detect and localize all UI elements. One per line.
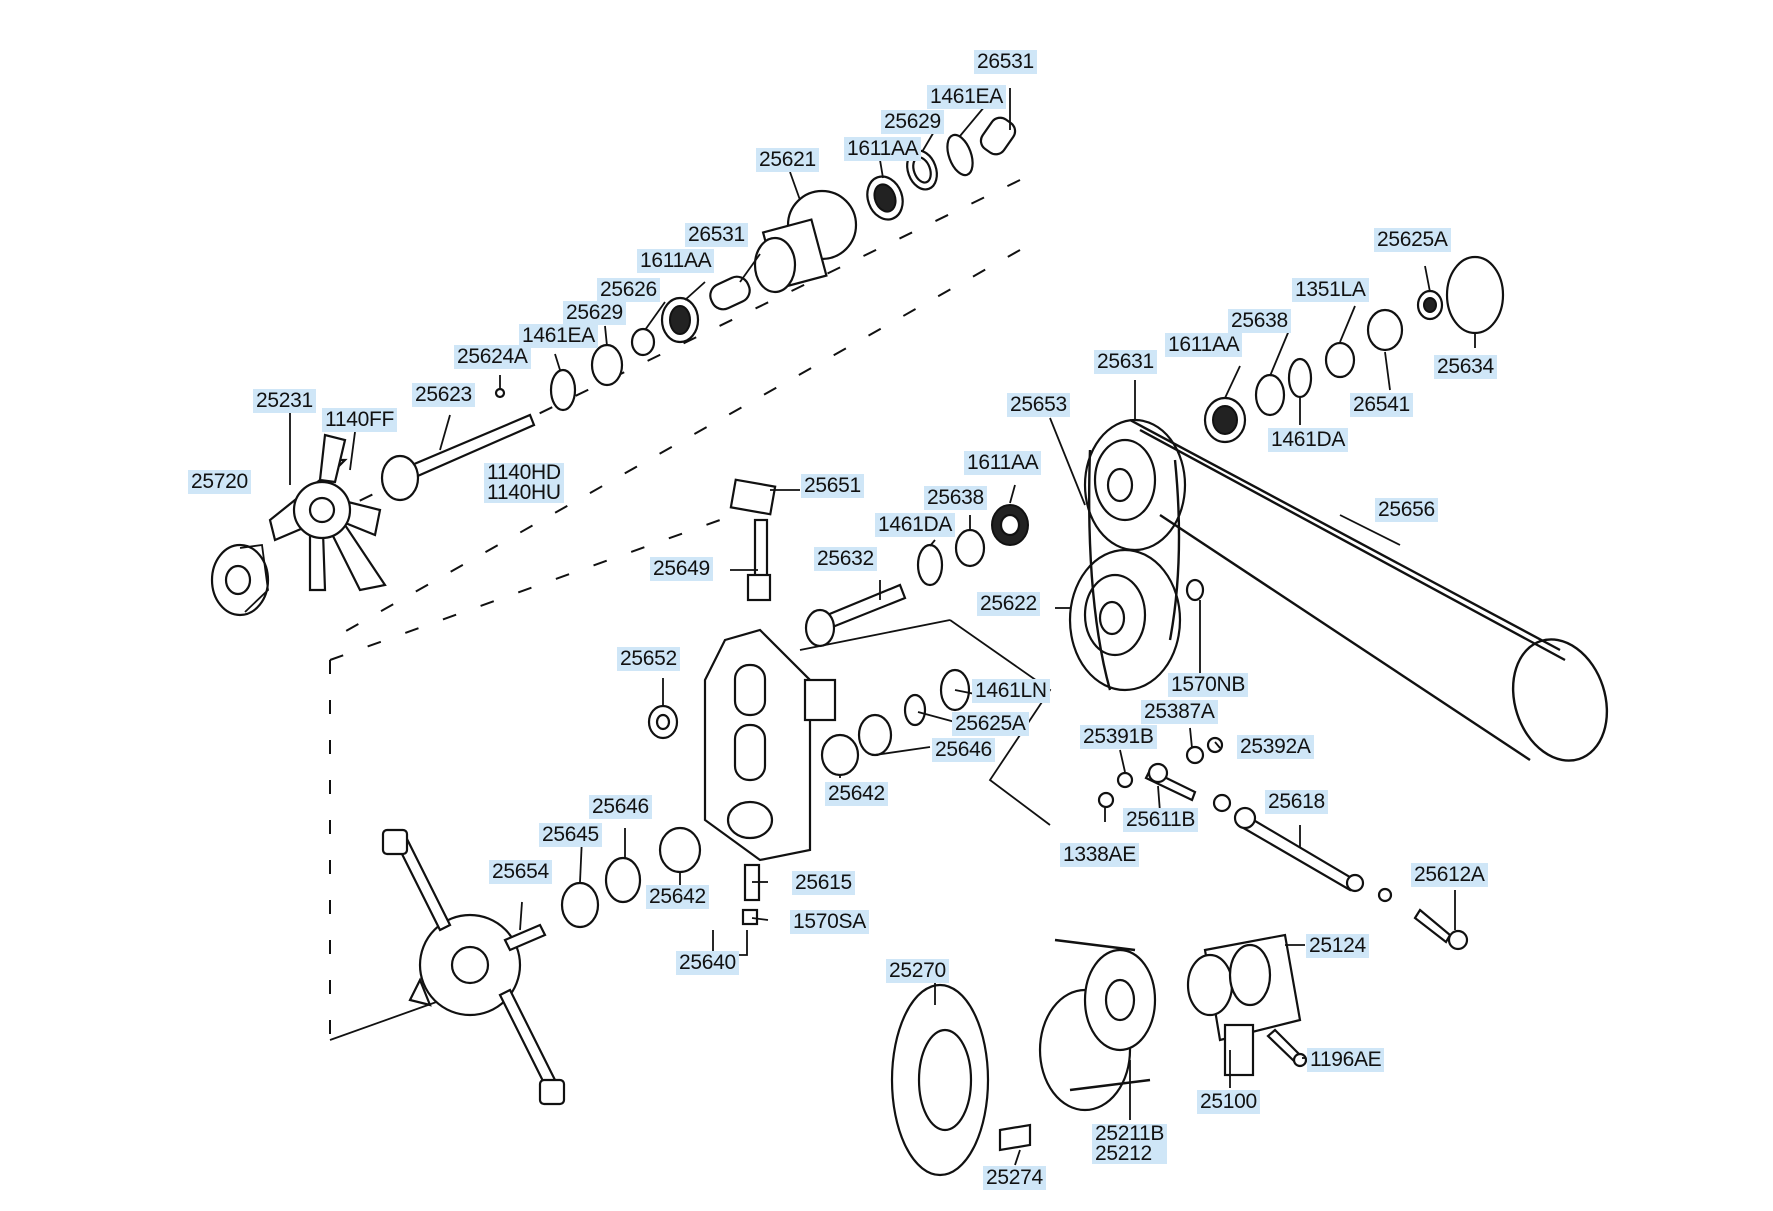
label-25611b[interactable]: 25611B	[1123, 808, 1199, 832]
label-25612a[interactable]: 25612A	[1411, 863, 1488, 887]
label-1196ae[interactable]: 1196AE	[1307, 1048, 1385, 1072]
label-25646-right[interactable]: 25646	[932, 738, 995, 762]
label-25624a[interactable]: 25624A	[454, 345, 531, 369]
label-25653[interactable]: 25653	[1007, 393, 1070, 417]
label-25631[interactable]: 25631	[1094, 350, 1157, 374]
label-25211b-25212[interactable]: 25211B 25212	[1092, 1122, 1168, 1165]
label-25651[interactable]: 25651	[801, 474, 864, 498]
label-1611aa-top[interactable]: 1611AA	[844, 137, 922, 161]
label-1570sa[interactable]: 1570SA	[790, 910, 869, 934]
label-1140hu: 1140HU	[487, 481, 561, 504]
label-1140ff[interactable]: 1140FF	[322, 408, 398, 432]
label-1461ln[interactable]: 1461LN	[972, 679, 1050, 703]
label-25638-lower[interactable]: 25638	[924, 486, 987, 510]
label-25632[interactable]: 25632	[814, 547, 877, 571]
label-1461ea-top[interactable]: 1461EA	[927, 85, 1006, 109]
label-25656[interactable]: 25656	[1375, 498, 1438, 522]
label-1461ea-mid[interactable]: 1461EA	[519, 324, 598, 348]
label-25720[interactable]: 25720	[188, 470, 251, 494]
label-25638-top[interactable]: 25638	[1228, 309, 1291, 333]
label-25622[interactable]: 25622	[977, 592, 1040, 616]
tensioner-bracket	[647, 478, 1029, 926]
label-1611aa-mid[interactable]: 1611AA	[637, 249, 715, 273]
label-25392a[interactable]: 25392A	[1237, 735, 1314, 759]
label-1140hd-1140hu[interactable]: 1140HD 1140HU	[484, 461, 564, 504]
water-pump-assembly	[890, 933, 1308, 1177]
label-1140hd: 1140HD	[487, 461, 561, 484]
label-25629-mid[interactable]: 25629	[563, 301, 626, 325]
label-1611aa-lower[interactable]: 1611AA	[964, 451, 1042, 475]
mounting-spider	[381, 826, 702, 1106]
label-25642-right[interactable]: 25642	[825, 782, 888, 806]
label-25625a-lower[interactable]: 25625A	[952, 712, 1029, 736]
top-shaft-assembly	[380, 116, 1017, 502]
label-25621[interactable]: 25621	[756, 148, 819, 172]
label-25646-left[interactable]: 25646	[589, 795, 652, 819]
label-25640[interactable]: 25640	[676, 951, 739, 975]
label-26541[interactable]: 26541	[1350, 393, 1413, 417]
label-26531-mid[interactable]: 26531	[685, 223, 748, 247]
label-26531-top[interactable]: 26531	[974, 50, 1037, 74]
label-25211b: 25211B	[1095, 1122, 1165, 1145]
label-25100[interactable]: 25100	[1197, 1090, 1260, 1114]
label-1611aa-right[interactable]: 1611AA	[1165, 333, 1243, 357]
label-25654[interactable]: 25654	[489, 860, 552, 884]
label-25212: 25212	[1095, 1142, 1152, 1165]
label-1461da-lower[interactable]: 1461DA	[875, 513, 956, 537]
label-25618[interactable]: 25618	[1265, 790, 1328, 814]
leader-lines	[289, 88, 1476, 1166]
label-25270[interactable]: 25270	[886, 959, 949, 983]
label-25645[interactable]: 25645	[539, 823, 602, 847]
label-1461da-right[interactable]: 1461DA	[1268, 428, 1349, 452]
fan-assembly	[210, 433, 387, 617]
label-25391b[interactable]: 25391B	[1080, 725, 1157, 749]
label-25634[interactable]: 25634	[1434, 355, 1497, 379]
label-25231[interactable]: 25231	[253, 389, 316, 413]
label-25623[interactable]: 25623	[412, 383, 475, 407]
pulley-belt	[1068, 255, 1609, 762]
label-1338ae[interactable]: 1338AE	[1060, 843, 1139, 867]
label-25615[interactable]: 25615	[792, 871, 855, 895]
label-25649[interactable]: 25649	[650, 557, 713, 581]
label-25274[interactable]: 25274	[983, 1166, 1046, 1190]
label-1351la[interactable]: 1351LA	[1292, 278, 1369, 302]
label-1570nb[interactable]: 1570NB	[1168, 673, 1249, 697]
label-25626[interactable]: 25626	[597, 278, 660, 302]
label-25124[interactable]: 25124	[1306, 934, 1369, 958]
fasteners-right	[1097, 736, 1469, 951]
label-25387a[interactable]: 25387A	[1141, 700, 1218, 724]
label-25629-top[interactable]: 25629	[881, 110, 944, 134]
label-25642-left[interactable]: 25642	[646, 885, 709, 909]
label-25625a-top[interactable]: 25625A	[1374, 228, 1451, 252]
label-25652[interactable]: 25652	[617, 647, 680, 671]
